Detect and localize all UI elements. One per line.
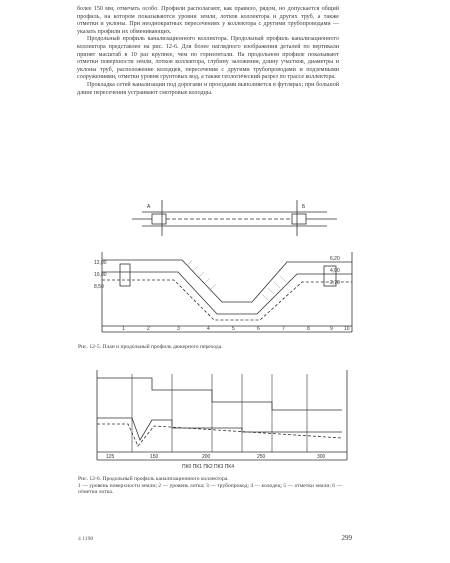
point-label: 10: [344, 326, 350, 332]
paragraph: Прокладка сетей канализации под дорогами…: [77, 81, 339, 96]
elevation-label: 4,00: [330, 268, 340, 274]
row-label: 250: [257, 454, 266, 460]
row-label: 200: [202, 454, 211, 460]
footer-note: 4 1190: [78, 536, 94, 542]
elevation-label: 2,70: [330, 280, 340, 286]
point-label: 9: [330, 326, 333, 332]
point-label: 3: [177, 326, 180, 332]
body-text: более 150 мм, отмечать особо. Профили ра…: [77, 6, 339, 97]
point-label: 1: [122, 326, 125, 332]
plan-label: Б: [302, 204, 306, 210]
plan-label: А: [147, 204, 151, 210]
point-label: 7: [282, 326, 285, 332]
plan-view: [132, 200, 337, 236]
elevation-label: 10,80: [94, 272, 107, 278]
caption-detail: 1 — уровень поверхности земли; 2 — урове…: [78, 482, 343, 496]
row-label: 300: [317, 454, 326, 460]
row-label: 150: [150, 454, 159, 460]
elevation-label: 6,20: [330, 256, 340, 262]
hatch: [186, 259, 287, 301]
point-label: 8: [307, 326, 310, 332]
row-label: 125: [106, 454, 115, 460]
point-label: 6: [257, 326, 260, 332]
elevation-label: 12,00: [94, 260, 107, 266]
figure-caption: Рис. 12-6. Продольный профиль канализаци…: [78, 476, 348, 496]
paragraph: более 150 мм, отмечать особо. Профили ра…: [77, 6, 339, 35]
figure-caption: Рис. 12-5. План и продольный профиль дюк…: [78, 344, 223, 350]
caption-title: Рис. 12-6. Продольный профиль канализаци…: [78, 476, 229, 482]
axis-label: ПК0 ПК1 ПК2 ПК3 ПК4: [182, 464, 234, 470]
profile-drawing-2: 125 150 200 250 300 ПК0 ПК1 ПК2 ПК3 ПК4: [96, 370, 348, 470]
paragraph: Продольный профиль канализационного колл…: [77, 36, 339, 81]
point-label: 2: [147, 326, 150, 332]
manhole-lines: [131, 374, 308, 452]
point-label: 5: [232, 326, 235, 332]
profile-drawing-1: 12,00 10,80 8,50 6,20 4,00 2,70 А Б 1 2 …: [94, 200, 353, 333]
profile-view: [101, 252, 353, 333]
elevation-label: 8,50: [94, 284, 104, 290]
point-label: 4: [207, 326, 210, 332]
page-number: 299: [341, 534, 353, 542]
profile-lines: [96, 370, 348, 461]
